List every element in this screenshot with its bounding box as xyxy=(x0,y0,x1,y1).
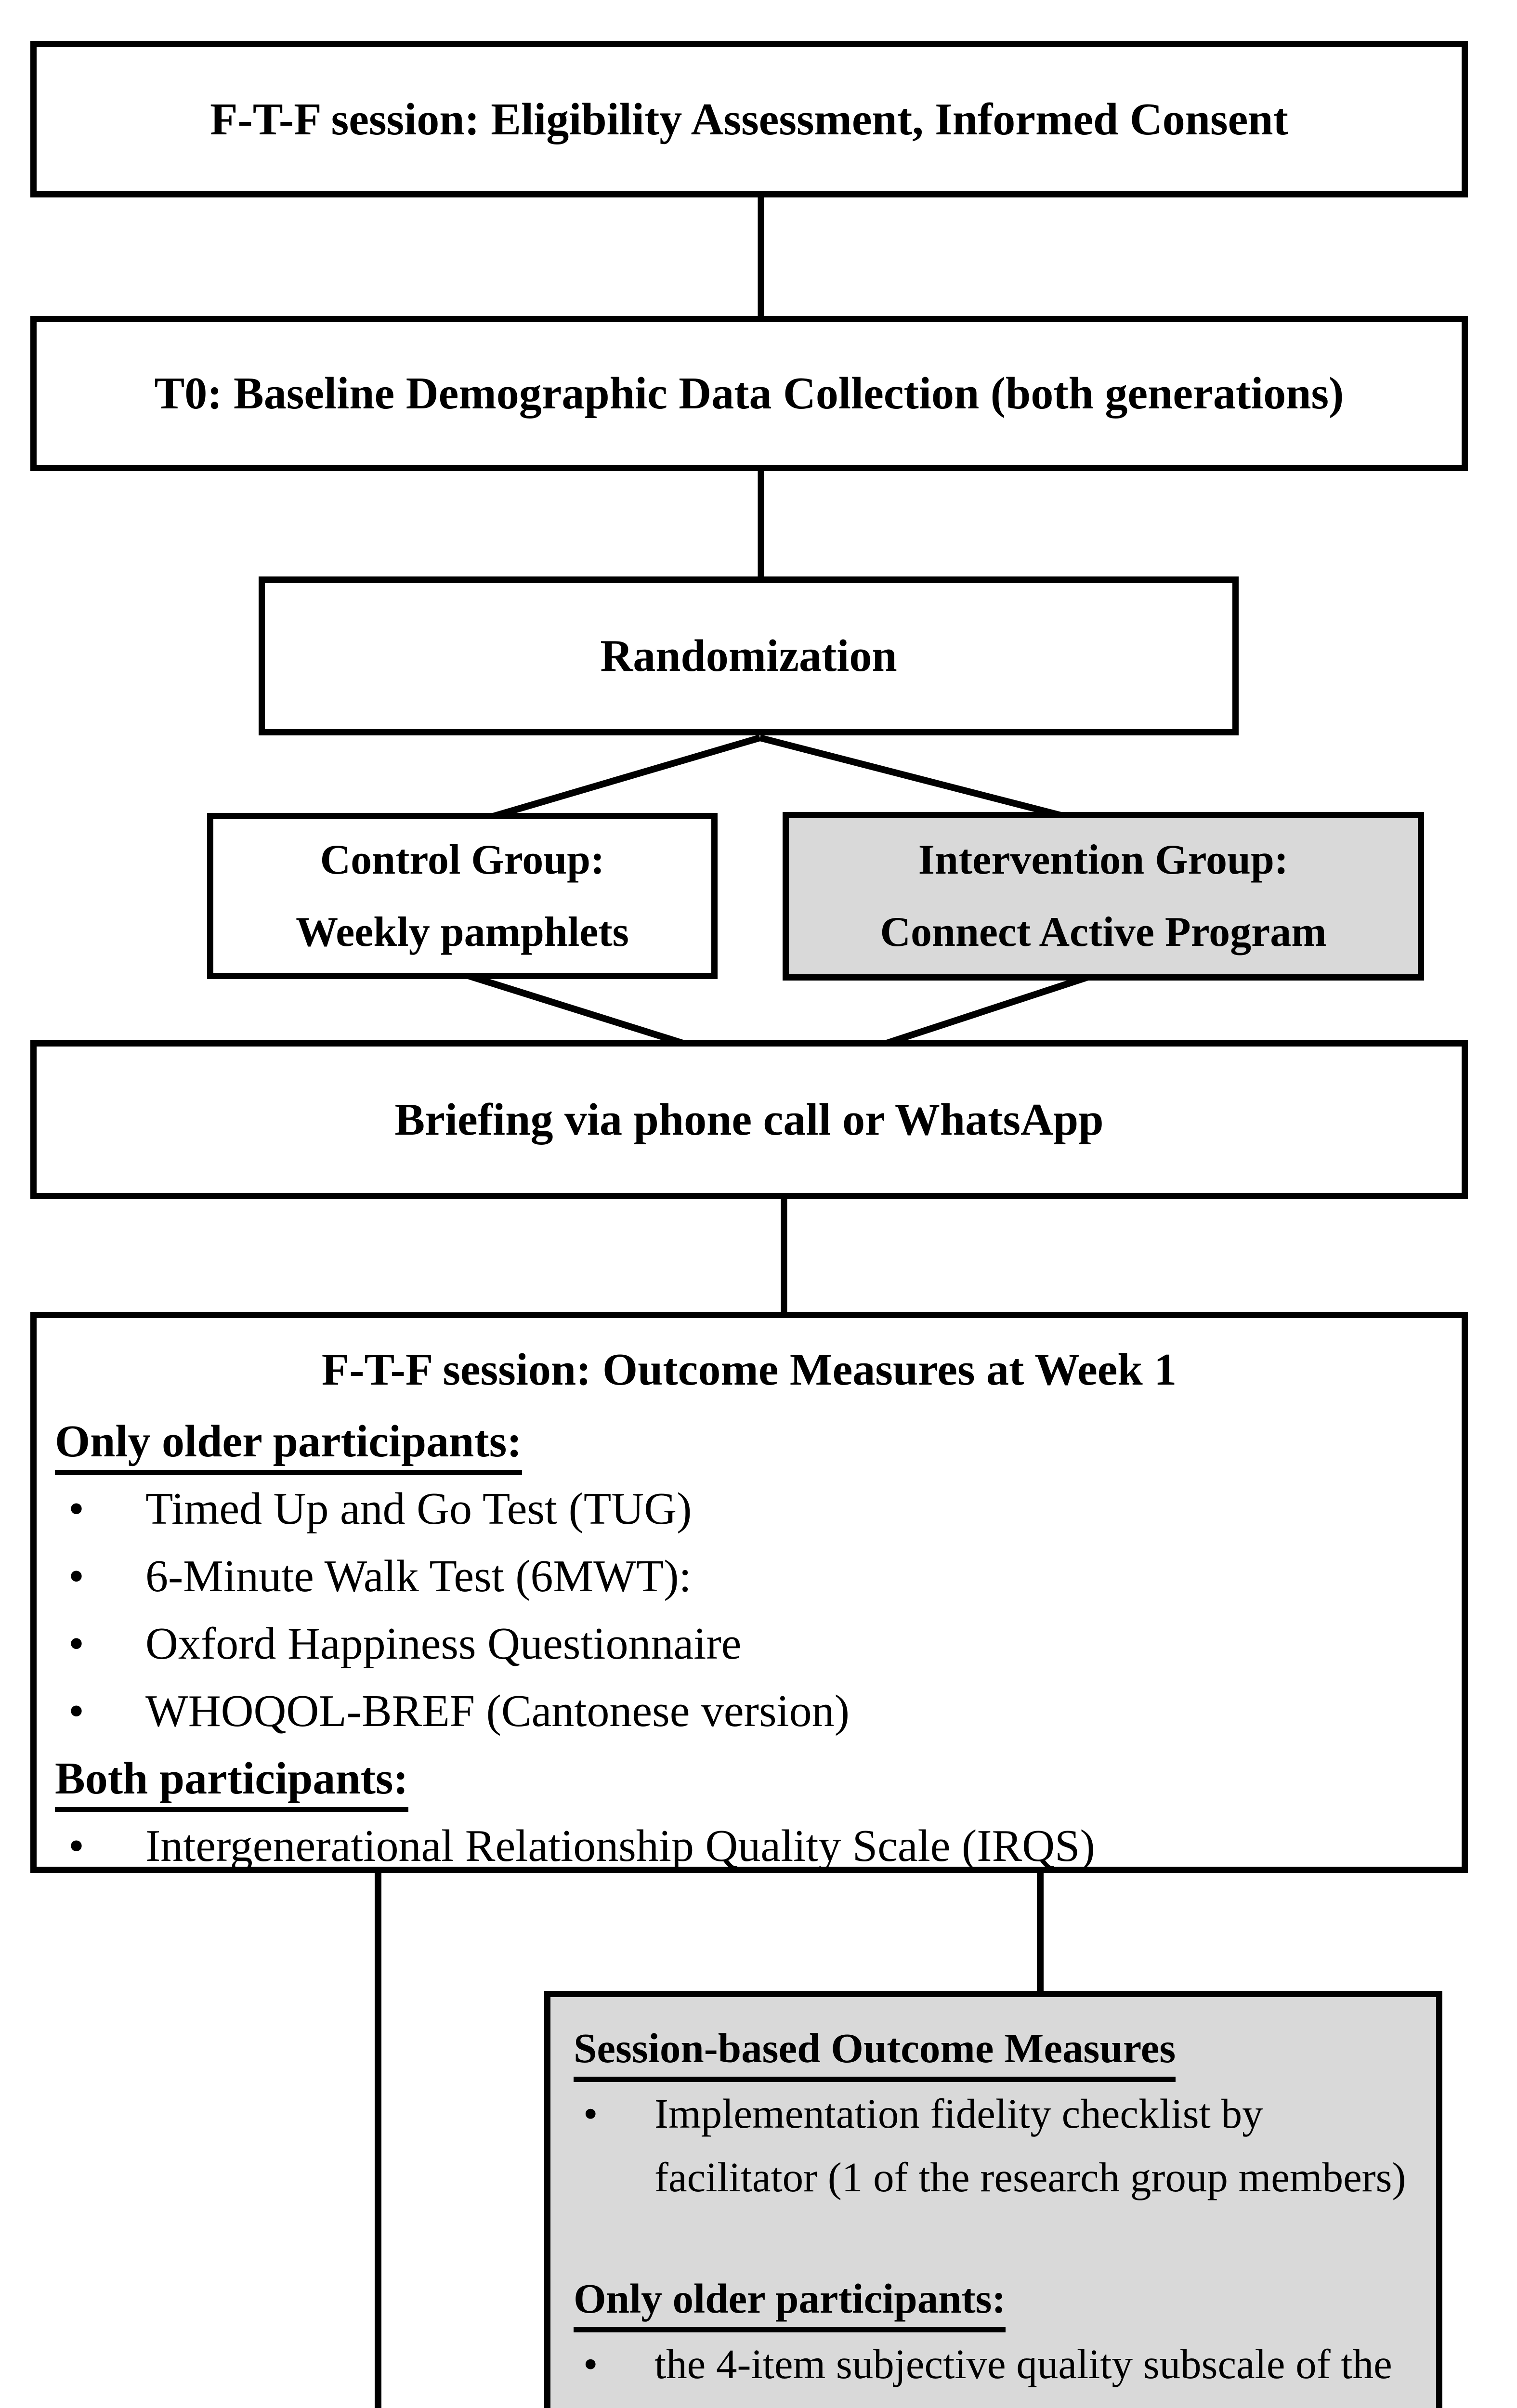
session-bullet-mars: the 4-item subjective quality subscale o… xyxy=(654,2341,1392,2408)
connector-randomization-intervention xyxy=(759,734,1079,823)
week1-heading-older-text: Only older participants: xyxy=(55,1415,522,1475)
week1-bullet-6mwt: 6-Minute Walk Test (6MWT): xyxy=(145,1551,692,1601)
flow-box-control-group: Control Group: Weekly pamphlets xyxy=(207,813,718,979)
bullet-marker: • xyxy=(68,1484,84,1534)
list-item: • WHOQOL-BREF (Cantonese version) xyxy=(55,1677,1443,1745)
intervention-group-line1: Intervention Group: xyxy=(918,837,1289,883)
flow-box-session-based-outcomes: Session-based Outcome Measures • Impleme… xyxy=(544,1991,1442,2408)
control-group-line1: Control Group: xyxy=(320,836,605,883)
bullet-marker: • xyxy=(68,1821,84,1871)
bullet-marker: • xyxy=(583,2090,598,2137)
flow-box-randomization: Randomization xyxy=(259,576,1239,735)
intervention-group-line2: Connect Active Program xyxy=(880,909,1327,955)
randomization-title: Randomization xyxy=(600,631,897,681)
week1-bullet-oxford: Oxford Happiness Questionnaire xyxy=(145,1619,742,1669)
bullet-marker: • xyxy=(583,2341,598,2387)
week1-bullet-whoqol: WHOQOL-BREF (Cantonese version) xyxy=(145,1686,850,1736)
week1-title: F-T-F session: Outcome Measures at Week … xyxy=(321,1345,1177,1395)
flow-box-briefing: Briefing via phone call or WhatsApp xyxy=(30,1040,1468,1199)
flow-box-week1-outcomes: F-T-F session: Outcome Measures at Week … xyxy=(30,1312,1468,1873)
connector-randomization-control xyxy=(481,734,761,823)
week1-bullet-irqs: Intergenerational Relationship Quality S… xyxy=(145,1821,1095,1871)
flow-box-intervention-group: Intervention Group: Connect Active Progr… xyxy=(783,812,1424,981)
connector-control-briefing xyxy=(467,972,693,1049)
list-item: • Oxford Happiness Questionnaire xyxy=(55,1610,1443,1677)
flow-box-baseline: T0: Baseline Demographic Data Collection… xyxy=(30,316,1468,471)
connector-intervention-briefing xyxy=(876,972,1094,1049)
week1-heading-both: Both participants: xyxy=(55,1745,1443,1812)
week1-bullet-tug: Timed Up and Go Test (TUG) xyxy=(145,1484,692,1534)
baseline-title: T0: Baseline Demographic Data Collection… xyxy=(154,368,1344,419)
session-heading-older: Only older participants: xyxy=(574,2267,1413,2332)
session-heading-text: Session-based Outcome Measures xyxy=(574,2022,1176,2082)
briefing-title: Briefing via phone call or WhatsApp xyxy=(394,1095,1104,1145)
eligibility-title: F-T-F session: Eligibility Assessment, I… xyxy=(210,94,1288,144)
list-item: • the 4-item subjective quality subscale… xyxy=(574,2332,1413,2408)
session-heading: Session-based Outcome Measures xyxy=(574,2016,1413,2082)
bullet-marker: • xyxy=(68,1551,84,1601)
spacer xyxy=(574,2209,1413,2267)
list-item: • Implementation fidelity checklist by f… xyxy=(574,2082,1413,2209)
control-group-line2: Weekly pamphlets xyxy=(296,908,629,955)
list-item: • Timed Up and Go Test (TUG) xyxy=(55,1475,1443,1543)
week1-heading-both-text: Both participants: xyxy=(55,1752,408,1812)
list-item: • 6-Minute Walk Test (6MWT): xyxy=(55,1543,1443,1610)
session-bullet-fidelity: Implementation fidelity checklist by fac… xyxy=(654,2090,1406,2200)
session-heading-older-text: Only older participants: xyxy=(574,2272,1006,2332)
list-item: • Intergenerational Relationship Quality… xyxy=(55,1812,1443,1880)
bullet-marker: • xyxy=(68,1619,84,1669)
week1-heading-older: Only older participants: xyxy=(55,1408,1443,1475)
flow-box-eligibility: F-T-F session: Eligibility Assessment, I… xyxy=(30,41,1468,197)
bullet-marker: • xyxy=(68,1686,84,1736)
